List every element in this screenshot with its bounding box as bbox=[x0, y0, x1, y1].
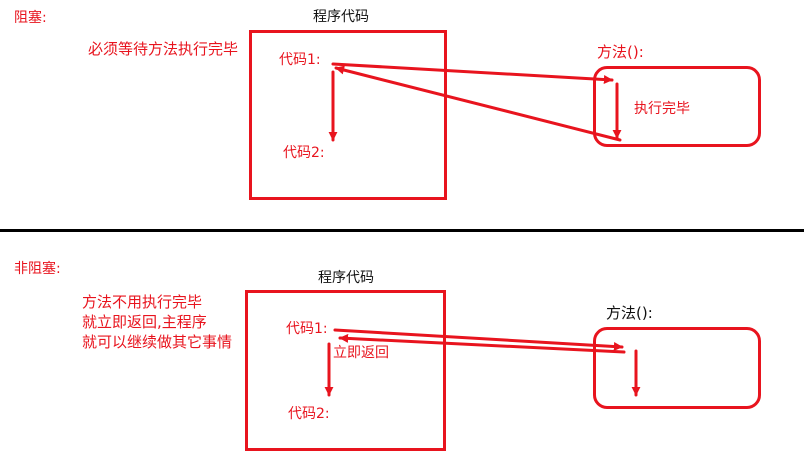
blocking-code1-label: 代码1: bbox=[279, 52, 321, 68]
nonblocking-return-arrow bbox=[338, 333, 626, 354]
nonblocking-code2-label: 代码2: bbox=[288, 406, 330, 422]
nonblocking-program-box bbox=[245, 290, 446, 451]
blocking-method-label: 执行完毕 bbox=[634, 101, 690, 117]
blocking-program-title: 程序代码 bbox=[313, 9, 369, 25]
blocking-call-arrow bbox=[331, 62, 614, 85]
blocking-method-box bbox=[593, 66, 761, 147]
nonblocking-note-line-1: 方法不用执行完毕 bbox=[82, 293, 203, 311]
blocking-program-box bbox=[249, 30, 447, 200]
nonblocking-return-label: 立即返回 bbox=[333, 345, 389, 361]
blocking-code2-label: 代码2: bbox=[283, 145, 325, 161]
blocking-note: 必须等待方法执行完毕 bbox=[88, 40, 239, 58]
nonblocking-note-line-2: 就立即返回,主程序 bbox=[82, 313, 207, 331]
nonblocking-call-arrow bbox=[333, 328, 624, 352]
blocking-method-title: 方法(): bbox=[597, 43, 644, 61]
nonblocking-note-line-3: 就可以继续做其它事情 bbox=[82, 333, 233, 351]
blocking-return-arrow bbox=[334, 65, 622, 142]
nonblocking-method-title: 方法(): bbox=[606, 304, 653, 322]
nonblocking-heading: 非阻塞: bbox=[14, 261, 61, 277]
section-divider bbox=[0, 229, 804, 232]
nonblocking-code1-label: 代码1: bbox=[286, 321, 328, 337]
blocking-heading: 阻塞: bbox=[14, 10, 47, 26]
nonblocking-method-box bbox=[593, 327, 761, 409]
nonblocking-program-title: 程序代码 bbox=[318, 270, 374, 286]
